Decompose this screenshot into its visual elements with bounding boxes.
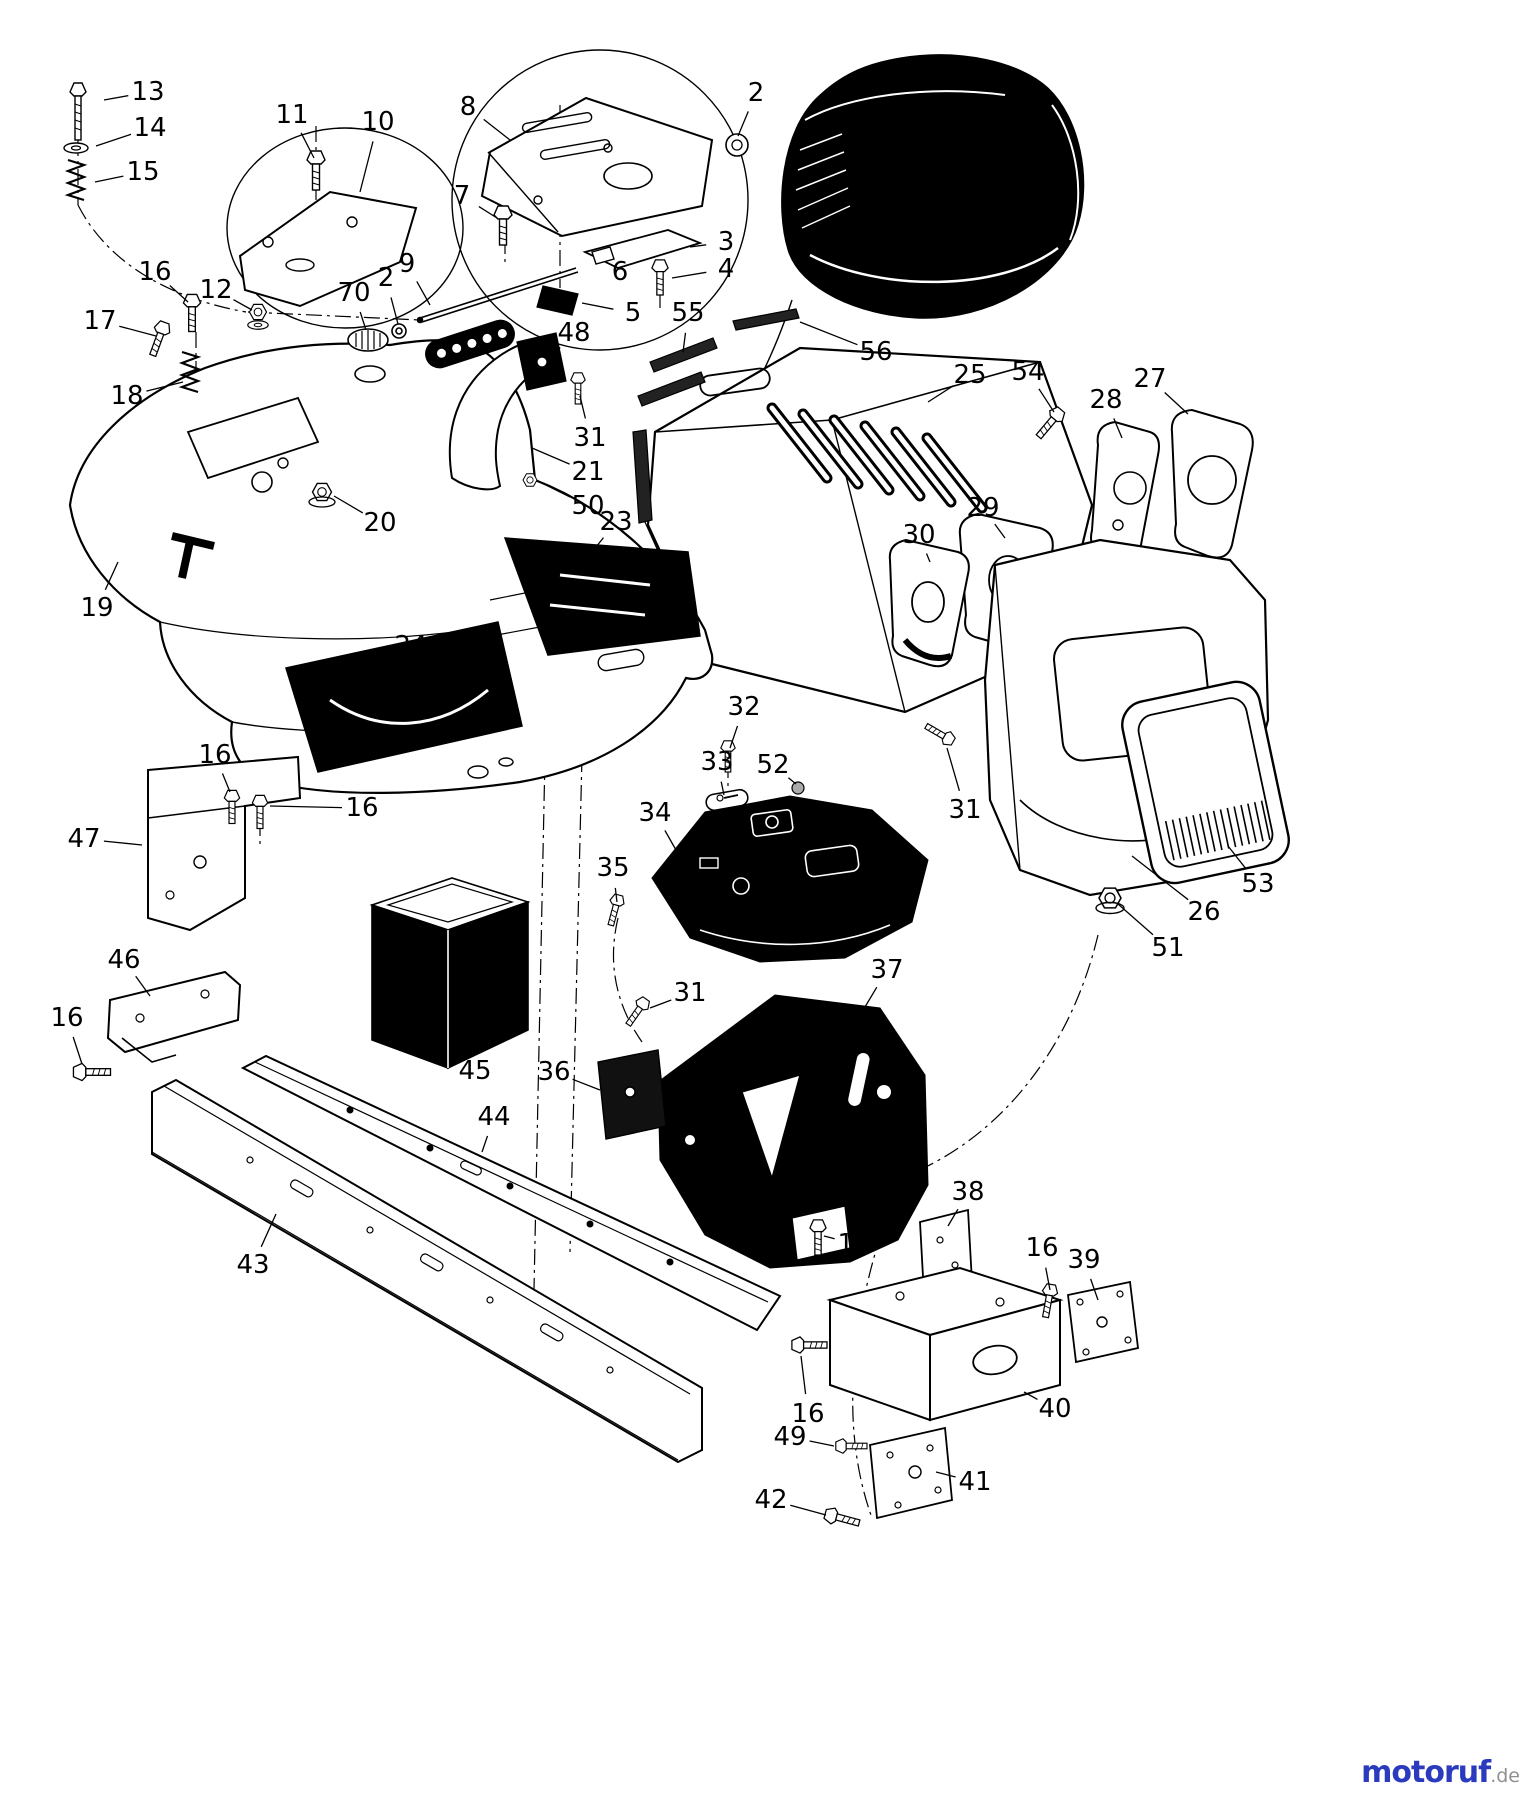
callout-leader-line — [925, 553, 931, 563]
trim-strips — [632, 308, 800, 524]
callout-leader-line — [233, 299, 253, 311]
callout-leader-line — [787, 777, 797, 785]
callout-leader-line — [614, 887, 618, 903]
callout-leader-line — [994, 115, 1019, 141]
seat — [781, 54, 1085, 319]
rod-clamps — [516, 285, 579, 391]
callout-leader-line — [457, 1039, 466, 1054]
keyhole-plate — [705, 788, 749, 812]
callout-leader-line — [103, 840, 143, 846]
callout-leader-line — [300, 132, 315, 159]
seat-bushing — [725, 133, 749, 157]
callout-leader-line — [103, 94, 129, 101]
callout-leader-line — [333, 495, 364, 514]
hardware-fasteners — [63, 82, 1125, 1532]
lower-shroud — [657, 994, 929, 1269]
callout-leader-line — [581, 302, 614, 310]
callout-leader-line — [359, 311, 367, 331]
callout-leader-line — [95, 133, 132, 147]
callout-leader-line — [861, 986, 878, 1013]
callout-leader-line — [649, 999, 672, 1009]
callout-leader-line — [823, 1235, 835, 1240]
callout-leader-line — [481, 1135, 489, 1153]
callout-leader-line — [644, 521, 661, 556]
callout-leader-line — [591, 537, 605, 553]
callout-leader-line — [689, 244, 707, 248]
callout-leader-line — [394, 664, 405, 689]
callout-leader-line — [800, 1355, 807, 1395]
callout-leader-line — [799, 321, 858, 346]
callout-leader-line — [390, 297, 399, 325]
frame-rail-upper — [240, 1054, 782, 1332]
callout-leader-line — [664, 830, 677, 851]
seat-mounting-plate — [480, 96, 714, 238]
callout-leader-line — [551, 347, 561, 357]
callout-leader-line — [104, 561, 119, 591]
side-panel-36 — [597, 1049, 667, 1140]
callout-leader-line — [72, 1036, 83, 1065]
callout-leader-line — [1113, 418, 1123, 439]
callout-leader-line — [1164, 392, 1189, 415]
fuel-cap — [347, 328, 389, 383]
retainer-ring — [391, 323, 407, 339]
callout-leader-line — [1131, 855, 1189, 901]
callout-leader-line — [809, 1440, 835, 1447]
frame-rail-lower — [151, 1078, 703, 1464]
footrest-pads — [285, 537, 701, 773]
support-rod — [416, 267, 579, 324]
callout-leader-line — [169, 285, 189, 303]
leader-lines — [72, 94, 1247, 1516]
hitch-plate-39 — [1067, 1280, 1139, 1364]
callout-leader-line — [135, 975, 151, 997]
callout-leader-line — [729, 725, 739, 749]
callout-leader-line — [119, 325, 157, 337]
callout-leader-line — [935, 1471, 956, 1478]
battery-box — [369, 877, 531, 1070]
callout-leader-line — [682, 332, 687, 353]
callout-leader-line — [1089, 1278, 1099, 1301]
callout-leader-line — [579, 395, 587, 419]
callout-leader-line — [478, 206, 498, 219]
callout-leader-line — [416, 281, 431, 306]
callout-leader-line — [927, 385, 954, 403]
fender-deck — [68, 339, 714, 794]
callout-leader-line — [994, 523, 1006, 539]
callout-leader-line — [269, 805, 343, 809]
callout-leader-line — [946, 747, 961, 791]
callout-leader-line — [720, 781, 725, 796]
callout-leader-line — [1038, 388, 1055, 413]
callout-leader-line — [671, 271, 707, 279]
callout-leader-line — [483, 118, 511, 141]
callout-leader-line — [790, 1504, 827, 1516]
bracket-47 — [147, 755, 302, 932]
console-ribbed-pad — [425, 319, 515, 369]
callout-leader-line — [1045, 1267, 1051, 1291]
callout-leader-line — [531, 447, 570, 465]
callout-leader-line — [737, 111, 749, 137]
bracket-46 — [106, 970, 242, 1063]
hitch-bracket-40 — [826, 1266, 1064, 1422]
callout-leader-line — [94, 175, 124, 183]
callout-leader-line — [947, 1208, 959, 1227]
callout-leader-line — [221, 773, 231, 793]
callout-leader-line — [1023, 1391, 1038, 1400]
callout-leader-line — [260, 1213, 277, 1248]
callout-leader-line — [146, 381, 184, 392]
grille — [1121, 680, 1290, 885]
seat-bracket — [582, 229, 703, 269]
callout-leader-line — [1227, 845, 1247, 869]
dash-plug — [791, 781, 805, 795]
callout-leader-line — [539, 481, 571, 498]
callout-leader-line — [1117, 903, 1154, 936]
callout-leader-line — [572, 1078, 601, 1091]
support-bracket-plate — [238, 190, 418, 308]
hitch-plate-41 — [869, 1426, 953, 1520]
callout-leader-line — [359, 141, 374, 193]
dash-panel — [651, 795, 929, 963]
